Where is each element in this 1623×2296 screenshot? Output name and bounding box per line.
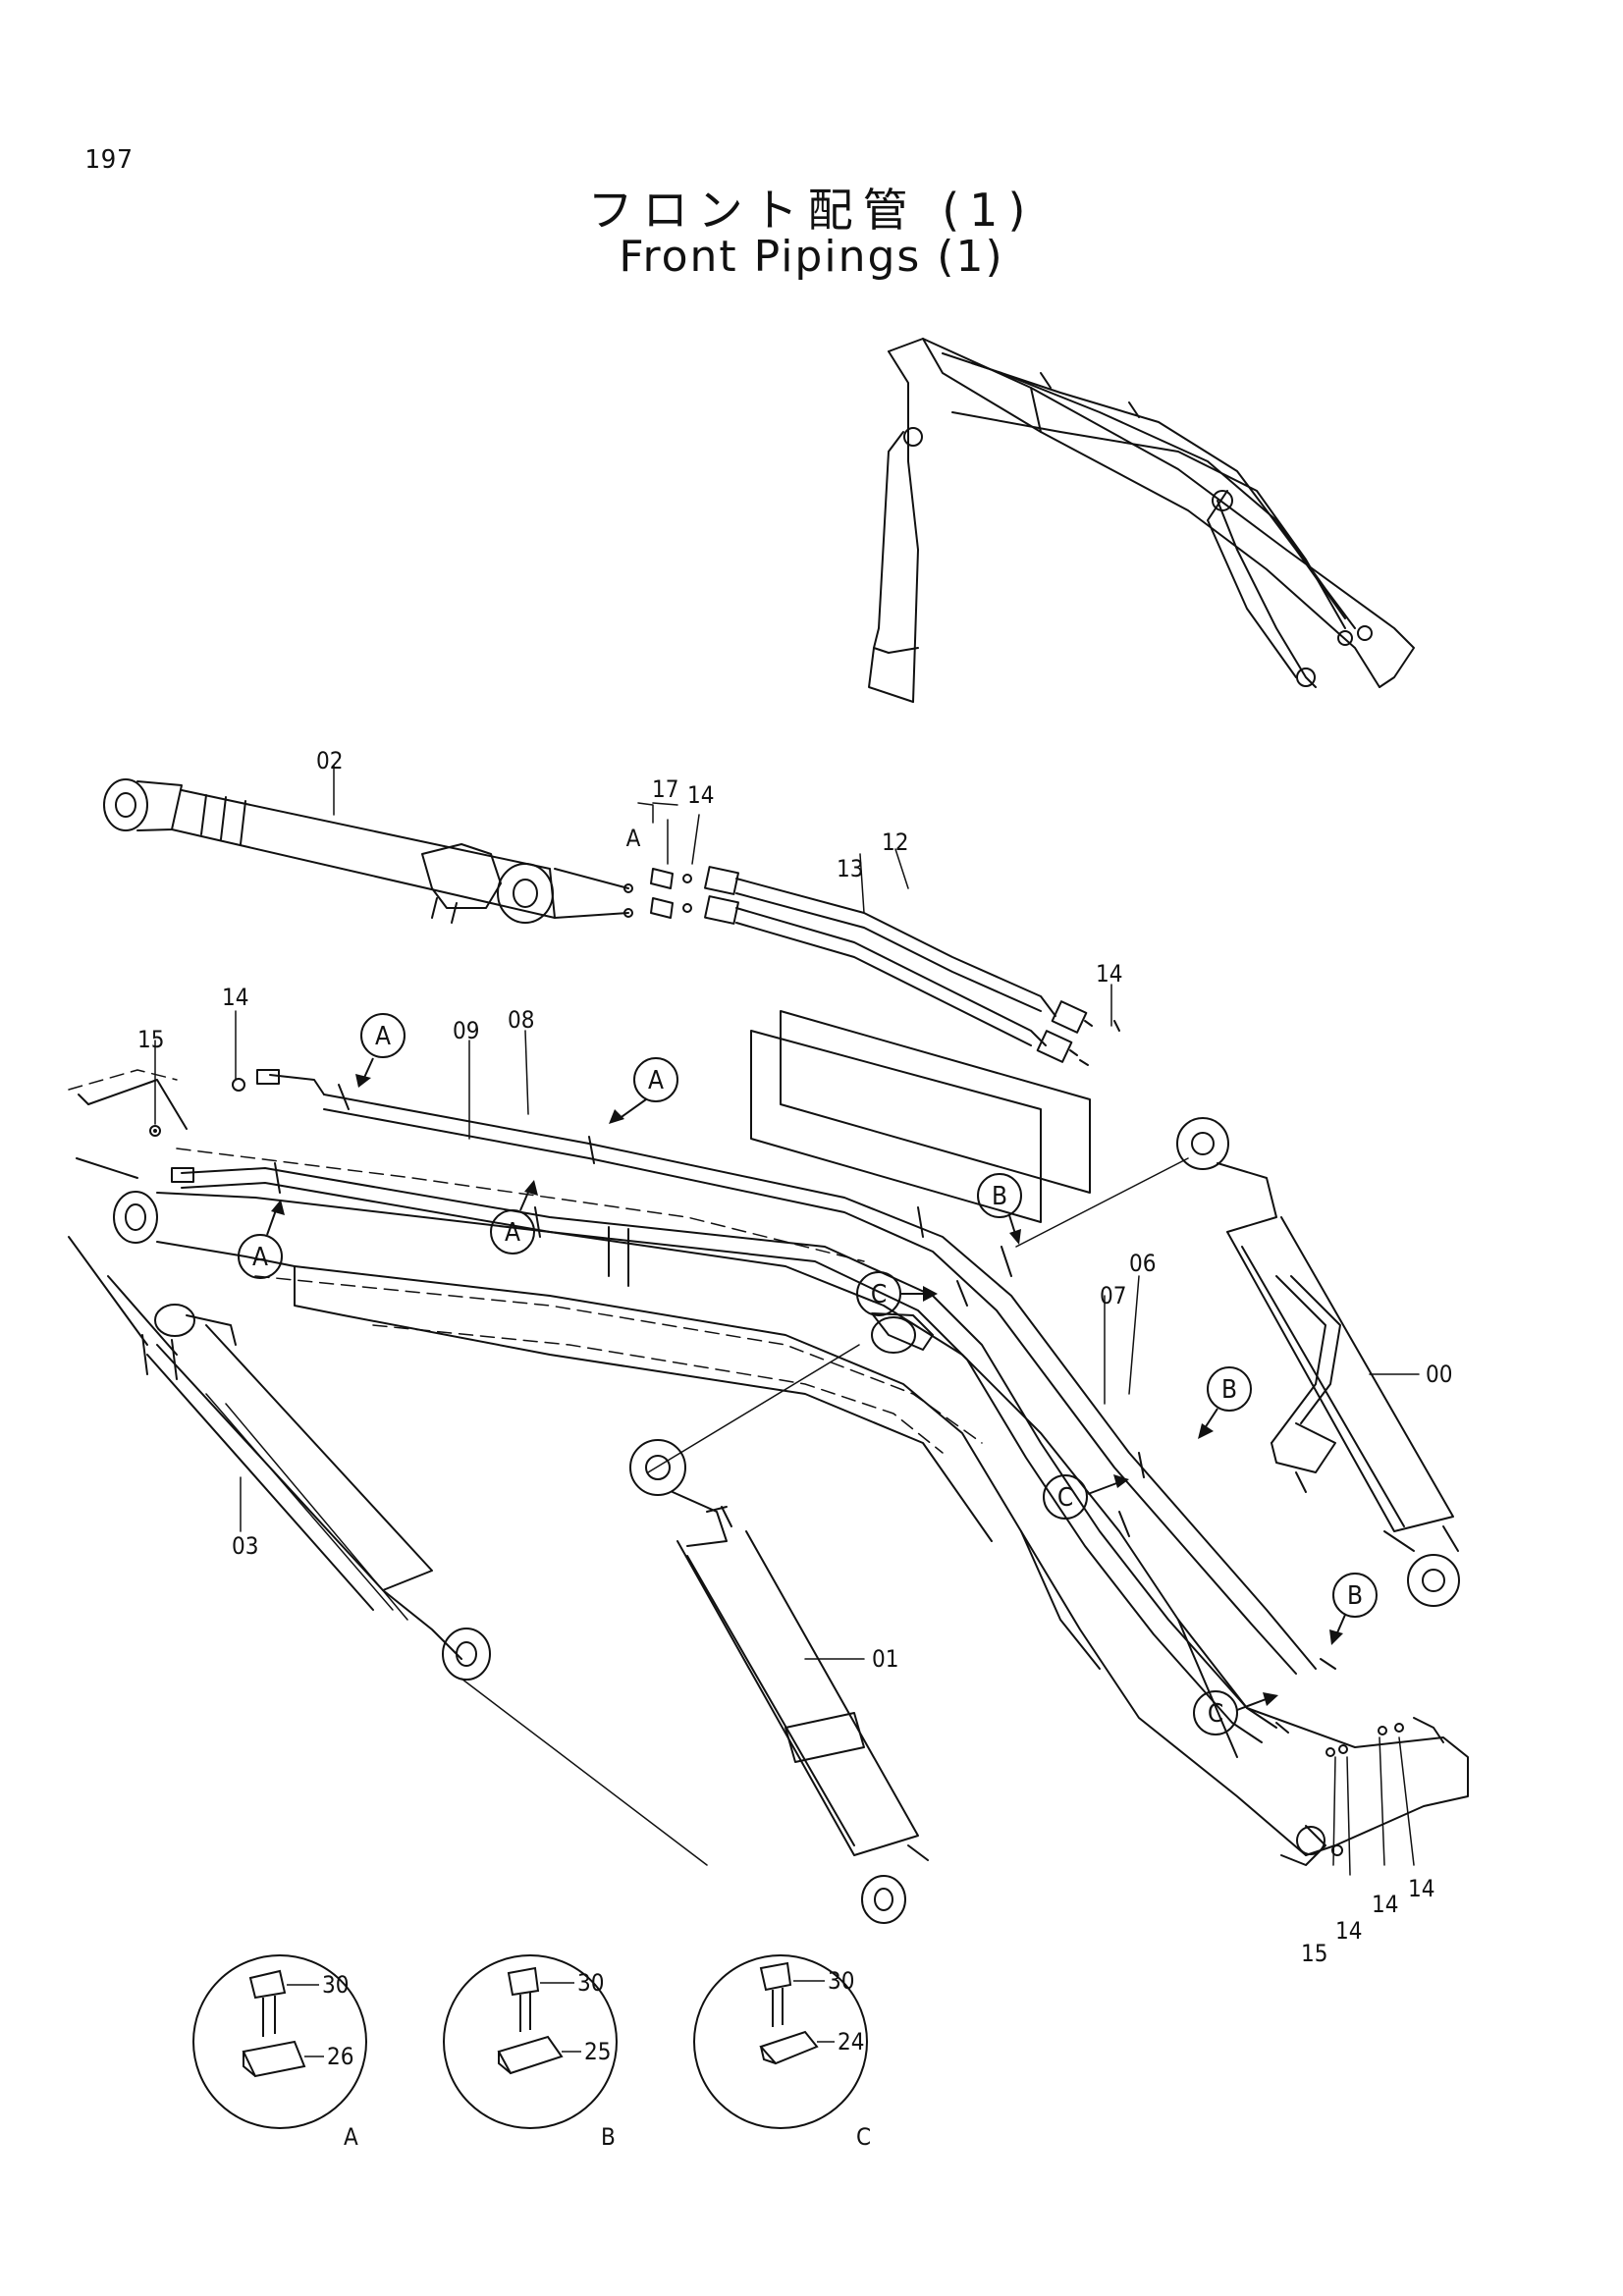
- part-label-15: 15: [1301, 1940, 1327, 1967]
- callout-c: C: [871, 1280, 887, 1309]
- part-label-06: 06: [1129, 1250, 1156, 1277]
- cylinder-01: [629, 1439, 929, 1924]
- callout-a: A: [375, 1022, 391, 1051]
- callout-a: A: [648, 1066, 664, 1095]
- part-label-12: 12: [882, 828, 908, 856]
- page-number: 197: [84, 145, 134, 175]
- callout-c: C: [1208, 1699, 1223, 1729]
- callout-b: B: [992, 1182, 1007, 1211]
- part-label-07: 07: [1100, 1282, 1126, 1309]
- detail-b-id: B: [601, 2123, 616, 2151]
- callout-b: B: [1347, 1581, 1363, 1611]
- part-label-08: 08: [508, 1006, 534, 1034]
- part-label-09: 09: [453, 1017, 479, 1044]
- overview-machine-drawing: [868, 338, 1415, 703]
- detail-a-id: A: [344, 2123, 358, 2151]
- callout-a: A: [505, 1218, 520, 1248]
- part-label-14: 14: [1335, 1917, 1362, 1945]
- detail-b-bolt-label: 30: [577, 1969, 604, 1997]
- callout-markers: [238, 1013, 1378, 1735]
- part-label-13: 13: [837, 855, 863, 882]
- detail-c-clamp-label: 24: [838, 2028, 864, 2056]
- part-label-02: 02: [316, 747, 343, 774]
- part-label-14: 14: [1096, 960, 1122, 988]
- arm-cylinder-02: [103, 778, 629, 924]
- title-japanese: フロント配管 (1): [587, 184, 1036, 237]
- detail-c-id: C: [856, 2123, 871, 2151]
- leader-lines: [154, 765, 1420, 1876]
- hoses-12-13: [623, 866, 1120, 1066]
- boom-hidden-lines: [68, 1069, 983, 1454]
- callout-b: B: [1221, 1375, 1237, 1405]
- detail-c-bolt-label: 30: [828, 1967, 854, 1995]
- part-label-17: 17: [652, 775, 678, 803]
- part-label-14: 14: [1408, 1875, 1434, 1902]
- hidden-line-frame: [780, 1010, 1091, 1194]
- part-label-15: 15: [137, 1026, 164, 1053]
- cylinder-03: [68, 1236, 708, 1866]
- part-label-00: 00: [1426, 1361, 1452, 1388]
- callout-a-small: A: [626, 825, 641, 852]
- callout-c: C: [1057, 1483, 1073, 1513]
- detail-a-clamp-label: 26: [327, 2043, 353, 2070]
- detail-a-bolt-label: 30: [322, 1971, 349, 1999]
- detail-b-clamp-label: 25: [584, 2038, 611, 2065]
- detail-view-c: 30 24 C: [693, 1954, 871, 2151]
- part-label-14: 14: [222, 984, 248, 1011]
- callout-a: A: [252, 1243, 268, 1272]
- part-label-03: 03: [232, 1532, 258, 1560]
- pipes-08-09: [171, 1069, 1336, 1743]
- title-english: Front Pipings (1): [619, 232, 1004, 282]
- detail-view-b: 30 25 B: [443, 1954, 618, 2151]
- part-label-14: 14: [1372, 1891, 1398, 1918]
- part-label-14: 14: [687, 781, 714, 809]
- part-label-01: 01: [872, 1645, 898, 1673]
- detail-view-a: 30 26 A: [192, 1954, 367, 2151]
- cylinder-00: [1176, 1117, 1460, 1607]
